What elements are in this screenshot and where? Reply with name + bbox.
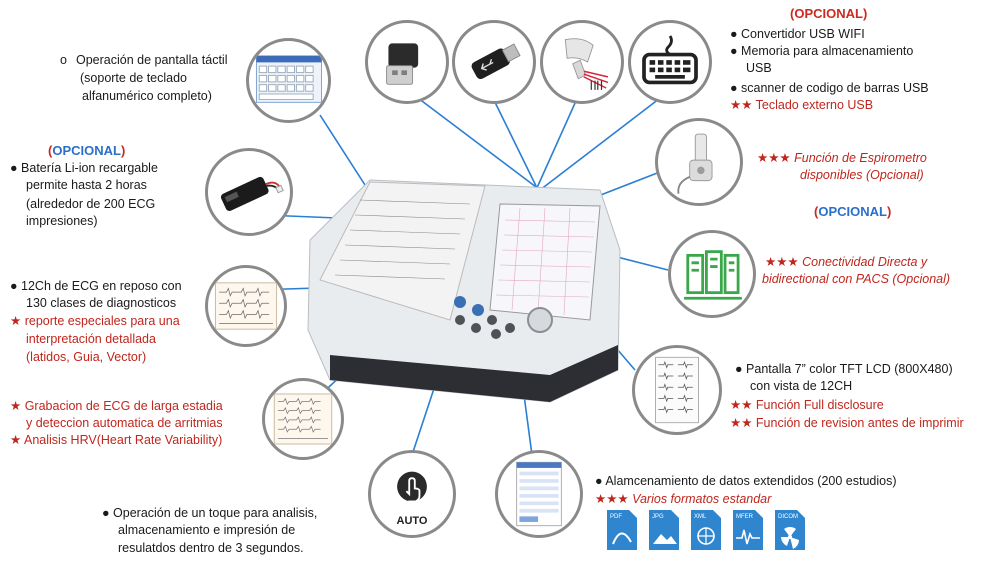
- usb-item-1: ● Convertidor USB WIFI: [730, 27, 865, 41]
- usb-flash-drive-icon: [471, 43, 521, 80]
- pacs-line-2: bidirectional con PACS (Opcional): [762, 272, 951, 286]
- keyboard-icon: [642, 35, 698, 85]
- usb-item-2: ● Memoria para almacenamiento: [730, 44, 914, 58]
- auto-button-circle: AUTO: [368, 450, 456, 538]
- pacs-circle: [668, 230, 756, 318]
- usb-opcional-label: (OPCIONAL): [790, 6, 868, 21]
- ecg-recording-sheet-icon: [273, 393, 333, 445]
- storage-line-2: ★★★ Varios formatos estandar: [595, 492, 772, 506]
- mfer-format-label: MFER: [736, 514, 754, 520]
- usb-item-4: ★★ Teclado externo USB: [730, 98, 874, 112]
- pacs-opcional-label: (OPCIONAL): [814, 204, 892, 219]
- ecg12-line-4: interpretación detallada: [26, 332, 156, 346]
- ecg-report-circle: [205, 265, 287, 347]
- jpg-format-label: JPG: [652, 514, 664, 520]
- usb-item-2b: USB: [746, 61, 772, 75]
- pacs-server-icon: [684, 250, 742, 300]
- longterm-line-1: ★ Grabacion de ECG de larga estadia: [10, 399, 223, 413]
- spiro-line-2: disponibles (Opcional): [800, 168, 924, 182]
- storage-line-1: ● Alamcenamiento de datos extendidos (20…: [595, 474, 897, 488]
- screen-line-3: ★★ Función Full disclosure: [730, 398, 884, 412]
- ecg12-line-3: ★ reporte especiales para una: [10, 314, 180, 328]
- battery-opcional-label: (OPCIONAL): [48, 143, 126, 158]
- screen-line-1: ● Pantalla 7” color TFT LCD (800X480): [735, 362, 953, 376]
- spirometer-circle: [655, 118, 743, 206]
- longterm-line-2: y deteccion automatica de arritmias: [26, 416, 223, 430]
- dicom-file-icon: DICOM: [773, 508, 807, 552]
- twelve-channel-screen-icon: [655, 356, 699, 424]
- li-ion-battery-icon: [220, 176, 284, 212]
- onetouch-line-2: almacenamiento e impresión de: [118, 523, 296, 537]
- pacs-line-1: ★★★ Conectividad Directa y: [765, 255, 928, 269]
- battery-line-2: permite hasta 2 horas: [26, 178, 147, 192]
- usb-memory-circle: [452, 20, 536, 104]
- touch-line-1: Operación de pantalla táctil: [76, 53, 228, 67]
- wifi-adapter-circle: [365, 20, 449, 104]
- touch-bullet: o: [60, 53, 67, 67]
- patient-list-icon: [516, 461, 562, 527]
- dicom-format-label: DICOM: [778, 514, 798, 520]
- touch-line-3: alfanumérico completo): [82, 89, 212, 103]
- xml-format-label: XML: [694, 514, 707, 520]
- usb-wifi-adapter-icon: [386, 43, 419, 85]
- barcode-scanner-circle: [540, 20, 624, 104]
- ecg-device-image: [307, 179, 621, 403]
- xml-file-icon: XML: [689, 508, 723, 552]
- touch-keyboard-screen-icon: [255, 55, 322, 103]
- usb-item-3: ● scanner de codigo de barras USB: [730, 81, 929, 95]
- long-term-ecg-circle: [262, 378, 344, 460]
- mfer-file-icon: MFER: [731, 508, 765, 552]
- onetouch-line-3: resulatdos dentro de 3 segundos.: [118, 541, 304, 555]
- touchscreen-keyboard-circle: [246, 38, 331, 123]
- battery-circle: [205, 148, 293, 236]
- ecg-report-icon: [214, 282, 278, 330]
- file-formats: PDF JPG XML MFER DICOM: [605, 508, 815, 558]
- battery-line-3: (alrededor de 200 ECG: [26, 197, 156, 211]
- jpg-file-icon: JPG: [647, 508, 681, 552]
- spiro-line-1: ★★★ Función de Espirometro: [757, 151, 927, 165]
- longterm-line-3: ★ Analisis HRV(Heart Rate Variability): [10, 433, 223, 447]
- touch-line-2: (soporte de teclado: [80, 71, 188, 85]
- spirometer-icon: [677, 133, 713, 194]
- tft-screen-circle: [632, 345, 722, 435]
- ecg12-line-2: 130 clases de diagnosticos: [26, 296, 177, 310]
- auto-touch-icon: [397, 471, 427, 503]
- pdf-format-label: PDF: [610, 514, 622, 520]
- data-storage-circle: [495, 450, 583, 538]
- screen-line-4: ★★ Función de revision antes de imprimir: [730, 416, 964, 430]
- ecg12-line-1: ● 12Ch de ECG en reposo con: [10, 279, 182, 293]
- screen-line-2: con vista de 12CH: [750, 379, 853, 393]
- barcode-scanner-icon: [564, 38, 609, 90]
- battery-line-1: ● Batería Li-ion recargable: [10, 161, 158, 175]
- keyboard-circle: [628, 20, 712, 104]
- battery-line-4: impresiones): [26, 214, 98, 228]
- onetouch-line-1: ● Operación de un toque para analisis,: [102, 506, 318, 520]
- ecg12-line-5: (latidos, Guia, Vector): [26, 350, 147, 364]
- pdf-file-icon: PDF: [605, 508, 639, 552]
- auto-label: AUTO: [396, 515, 428, 527]
